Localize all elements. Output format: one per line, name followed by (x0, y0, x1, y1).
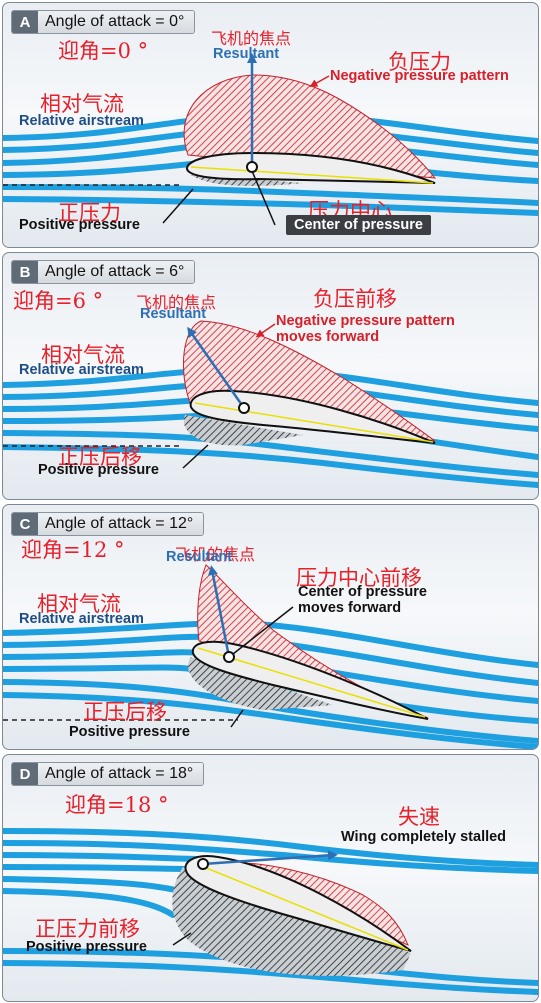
cn-focus-label: 飞机的焦点 (136, 293, 217, 312)
cn-relative-label: 相对气流 (41, 343, 125, 367)
airstream-lines (3, 828, 538, 995)
cp-leader (232, 606, 294, 655)
positive-leader (172, 932, 192, 946)
cn-relative-label: 相对气流 (37, 592, 121, 616)
panel-d: D Angle of attack = 18° 迎角=18 ° 失速 Wing … (2, 754, 539, 1002)
panel-b-tag: B Angle of attack = 6° (11, 260, 196, 284)
center-of-pressure-point (223, 651, 235, 663)
positive-leader (162, 188, 194, 224)
panel-letter: D (12, 763, 38, 785)
panel-c-tag: C Angle of attack = 12° (11, 512, 205, 536)
cn-negative-label: 负压力 (388, 50, 451, 74)
resultant-arrow (187, 326, 246, 409)
negative-pressure-label: Negative pressure pattern (276, 313, 455, 329)
center-of-pressure-label: Center of pressure (298, 584, 427, 600)
panel-d-tag: D Angle of attack = 18° (11, 762, 205, 786)
cn-stall-label: 失速 (398, 805, 440, 829)
cn-focus-label: 飞机的焦点 (211, 29, 292, 48)
center-of-pressure-point (246, 161, 258, 173)
airfoil (189, 389, 436, 444)
cn-positive-label: 正压后移 (58, 445, 142, 469)
resultant-arrow (208, 565, 231, 658)
panel-title: Angle of attack = 12° (38, 513, 204, 535)
chord-line (197, 647, 426, 718)
panel-title: Angle of attack = 0° (38, 11, 195, 33)
cn-positive-label: 正压后移 (83, 700, 167, 724)
positive-pressure-label: Positive pressure (69, 724, 190, 740)
chord-line (194, 402, 434, 443)
positive-pressure-area (183, 415, 303, 446)
resultant-label: Resultant (213, 46, 280, 62)
positive-leader (182, 444, 209, 469)
resultant-arrow (202, 850, 338, 866)
airfoil (186, 151, 436, 184)
cn-positive-label: 正压力前移 (35, 917, 140, 941)
positive-pressure-label: Positive pressure (38, 462, 159, 478)
panel-letter: B (12, 261, 38, 283)
positive-pressure-label: Positive pressure (19, 217, 140, 233)
cn-angle-label: 迎角=0 ° (58, 39, 149, 63)
positive-pressure-label: Positive pressure (26, 939, 147, 955)
panel-letter: A (12, 11, 38, 33)
panel-title: Angle of attack = 6° (38, 261, 195, 283)
cn-focus-label: 飞机的焦点 (175, 545, 256, 564)
panel-title: Angle of attack = 18° (38, 763, 204, 785)
cn-angle-label: 迎角=12 ° (21, 538, 125, 562)
panel-b: B Angle of attack = 6° 迎角=6 ° 飞机的焦点 Resu… (2, 252, 539, 500)
cn-relative-label: 相对气流 (40, 92, 124, 116)
cn-positive-label: 正压力 (58, 201, 121, 225)
center-of-pressure-point (238, 402, 250, 414)
panel-a: A Angle of attack = 0° 迎角=0 ° 飞机的焦点 Resu… (2, 2, 539, 248)
cn-center-label: 压力中心前移 (296, 566, 422, 590)
center-of-pressure-point (197, 858, 209, 870)
chord-line (190, 166, 434, 184)
negative-pressure-label-2: moves forward (276, 329, 380, 345)
cn-angle-label: 迎角=18 ° (65, 793, 169, 817)
panel-a-illustration (3, 53, 538, 226)
panel-b-illustration (3, 320, 538, 488)
negative-leader (309, 75, 330, 87)
cn-angle-label: 迎角=6 ° (13, 289, 104, 313)
airfoil (184, 855, 412, 952)
panel-d-illustration (3, 828, 538, 995)
panel-letter: C (12, 513, 38, 535)
positive-leader (230, 709, 244, 728)
resultant-label: Resultant (140, 306, 207, 322)
center-of-pressure-label: Center of pressure (286, 215, 431, 235)
center-of-pressure-label-2: moves forward (298, 600, 402, 616)
relative-airstream-label: Relative airstream (19, 113, 144, 129)
chord-line (198, 864, 409, 951)
cn-negative-label: 负压前移 (313, 287, 397, 311)
panel-c: C Angle of attack = 12° 迎角=12 ° 飞机的焦点 Re… (2, 504, 539, 750)
panel-c-illustration (3, 564, 538, 749)
wing-stalled-label: Wing completely stalled (341, 829, 507, 845)
cp-leader (251, 170, 276, 226)
relative-airstream-label: Relative airstream (19, 611, 144, 627)
panel-a-tag: A Angle of attack = 0° (11, 10, 196, 34)
relative-airstream-label: Relative airstream (19, 362, 144, 378)
negative-pressure-label: Negative pressure pattern (330, 68, 509, 84)
resultant-label: Resultant (166, 549, 233, 565)
negative-leader (255, 323, 276, 338)
